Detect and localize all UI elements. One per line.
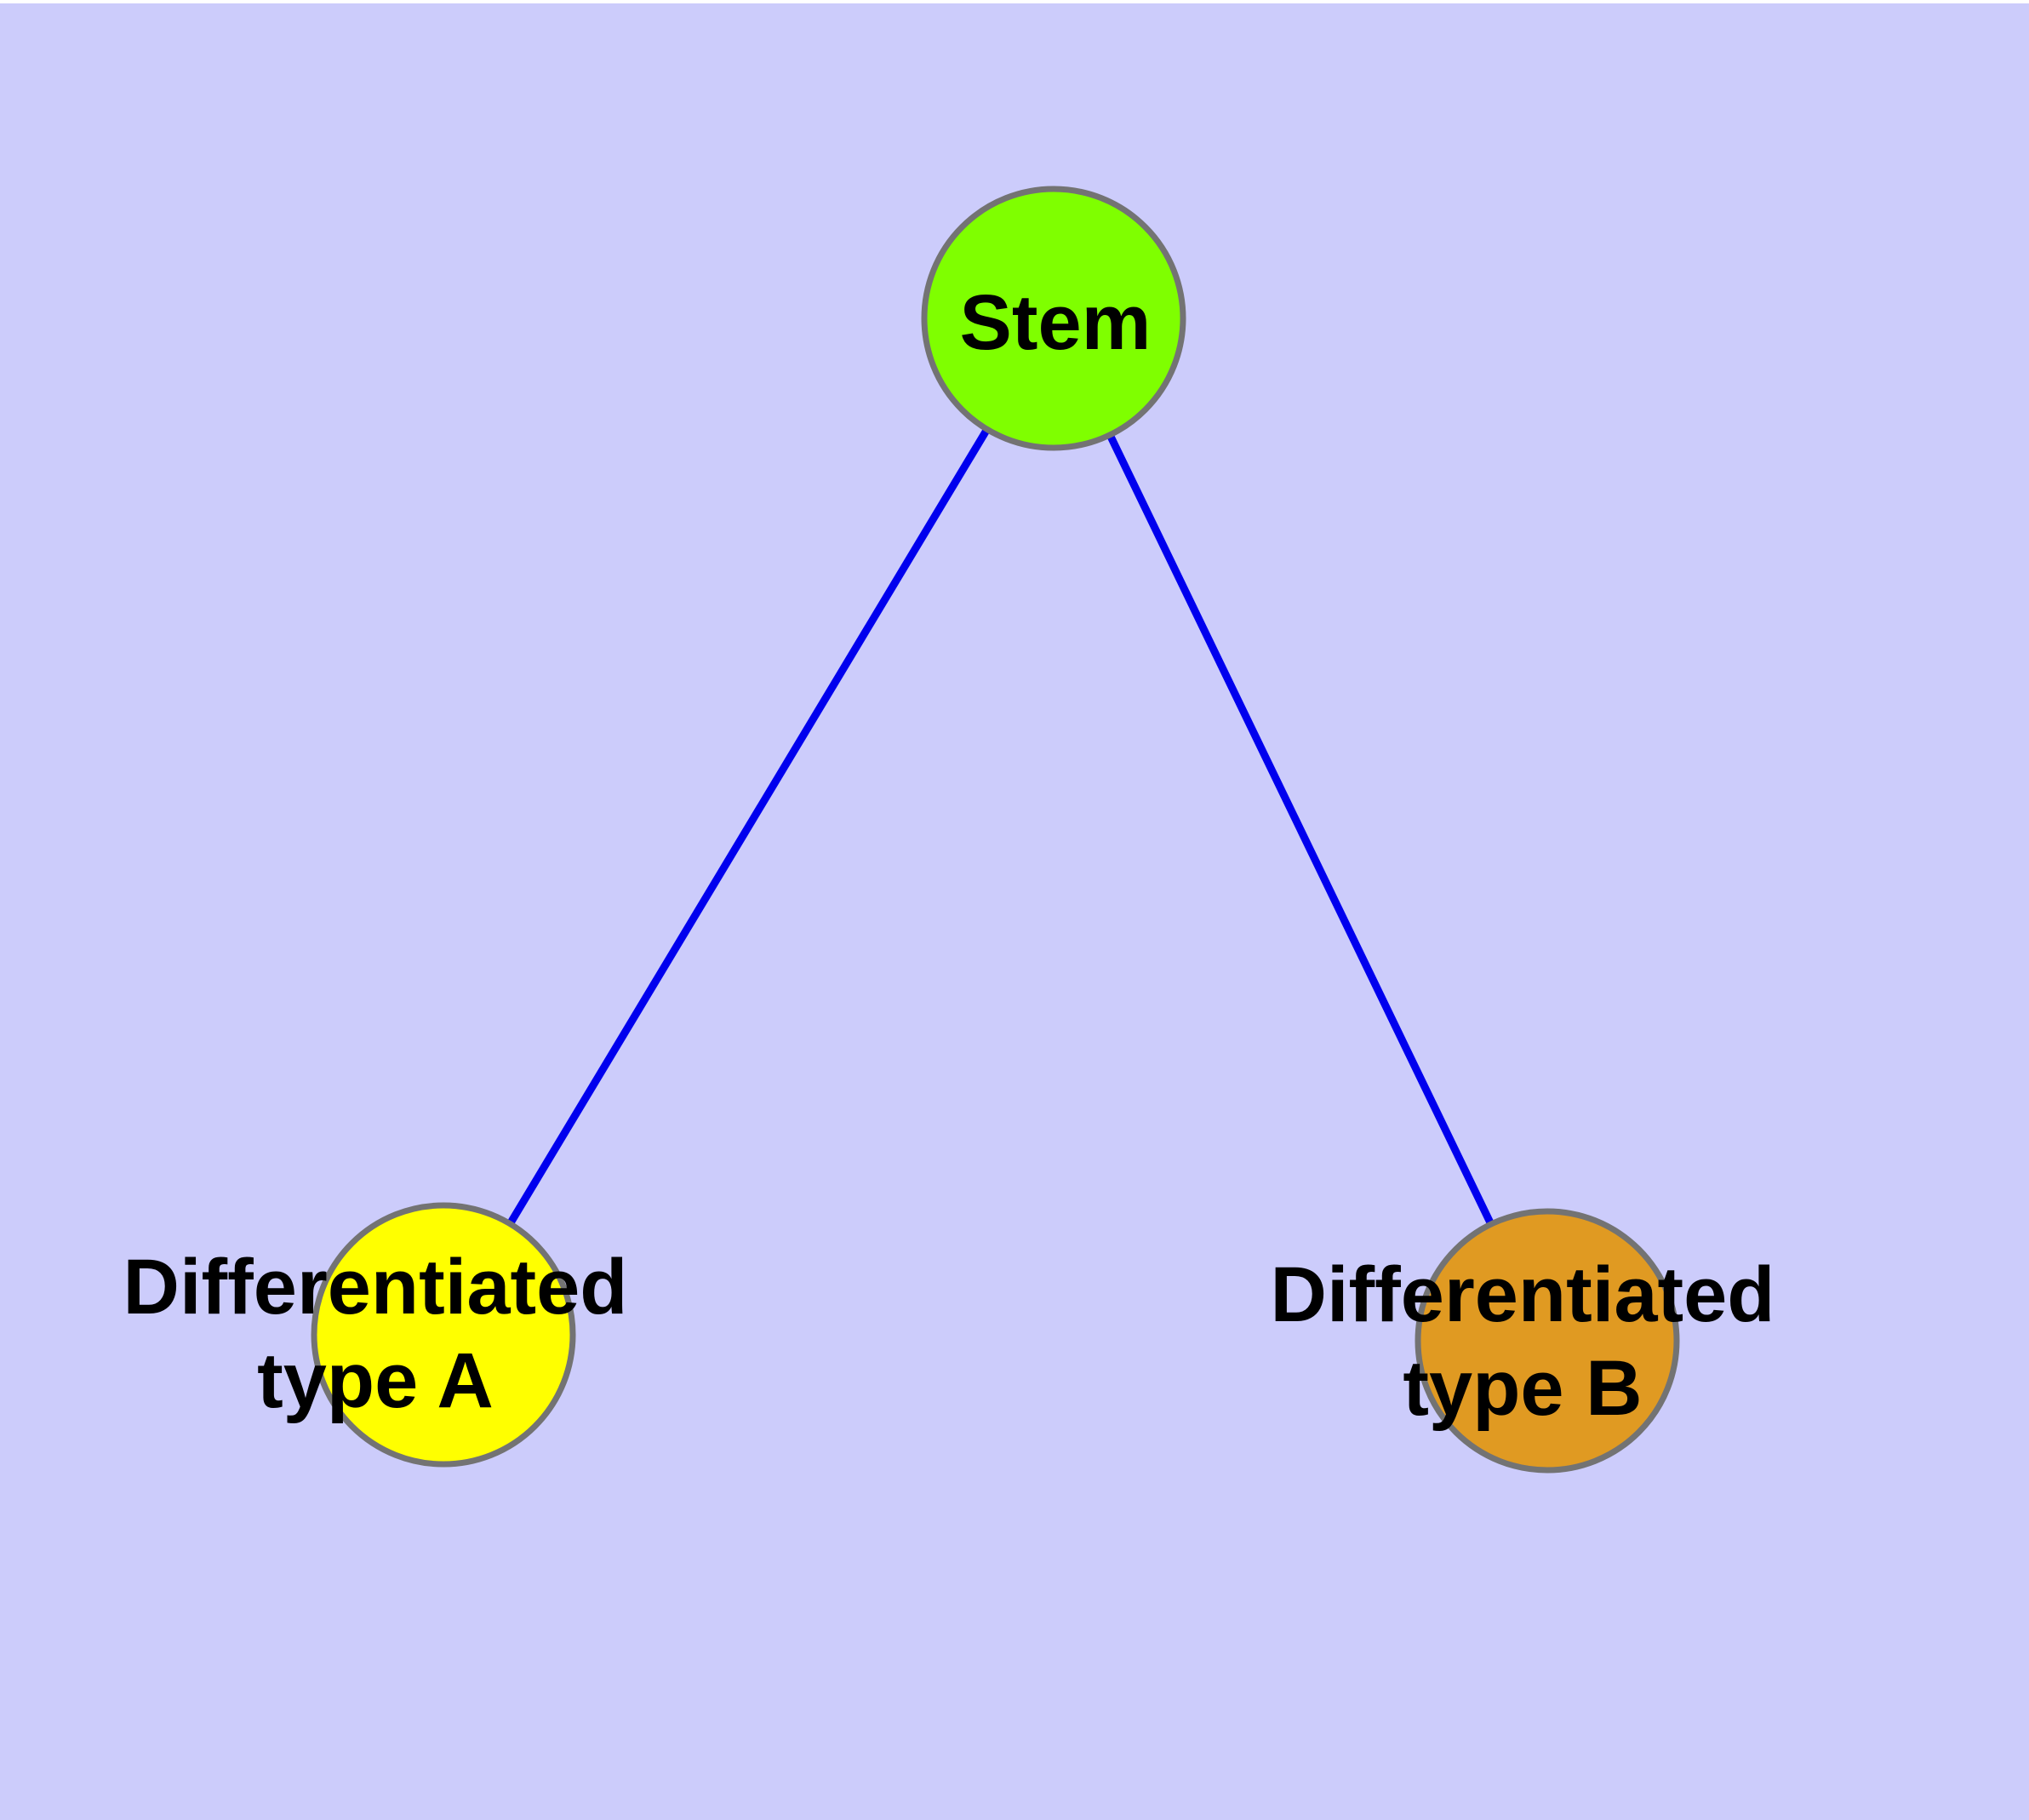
label-line: type A (257, 1337, 494, 1424)
node-differentiated-type-b[interactable] (1415, 1208, 1680, 1474)
label-line: Differentiated (1271, 1251, 1775, 1338)
node-stem[interactable] (921, 186, 1186, 451)
node-layer (311, 186, 1680, 1474)
label-line: Stem (960, 279, 1152, 366)
label-line: type B (1403, 1345, 1642, 1432)
label-line: Differentiated (123, 1244, 628, 1331)
edge-stem-to-type-b[interactable] (1049, 317, 1552, 1342)
node-label-stem: Stem (960, 279, 1152, 366)
edge-layer (440, 316, 1552, 1342)
node-differentiated-type-a[interactable] (311, 1202, 576, 1468)
edge-stem-to-type-a[interactable] (440, 316, 1057, 1337)
